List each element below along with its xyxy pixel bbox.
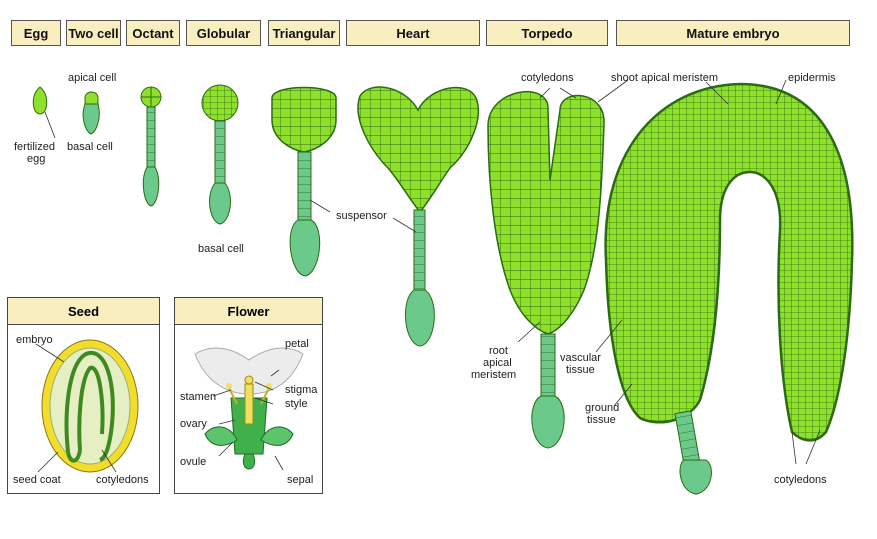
seed-label-seed-coat: seed coat [13,474,61,486]
egg-drawing [32,86,48,115]
label-cotyledons-torpedo: cotyledons [521,72,574,84]
two-cell-drawing [82,91,100,135]
label-cotyledons-mature: cotyledons [774,474,827,486]
stage-header-globular: Globular [186,20,261,46]
stage-header-egg: Egg [11,20,61,46]
label-basal-cell-two-cell: basal cell [67,141,113,153]
flower-label-stigma: stigma [285,384,318,396]
stage-header-torpedo: Torpedo [486,20,608,46]
label-root-apical-meristem-1: root [489,345,508,357]
label-suspensor: suspensor [336,210,387,222]
heart-drawing [357,86,480,347]
flower-label-petal: petal [285,338,309,350]
flower-label-style: style [285,398,308,410]
flower-panel: Flower petal stamen stigma style ovary o… [174,297,323,494]
stage-header-mature-embryo: Mature embryo [616,20,850,46]
label-vascular-tissue-1: vascular [560,352,601,364]
label-basal-cell-globular: basal cell [198,243,244,255]
globular-drawing [201,84,239,225]
flower-label-ovary: ovary [180,418,207,430]
label-epidermis: epidermis [788,72,836,84]
label-root-apical-meristem-2: apical [483,357,512,369]
flower-illustration [194,347,304,471]
stage-header-two-cell: Two cell [66,20,121,46]
label-apical-cell: apical cell [68,72,117,84]
label-fertilized-egg-line2: egg [27,153,46,165]
stage-header-triangular: Triangular [268,20,340,46]
stage-header-heart: Heart [346,20,480,46]
stage-header-octant: Octant [126,20,180,46]
seed-label-cotyledons: cotyledons [96,474,149,486]
flower-label-stamen: stamen [180,391,217,403]
octant-drawing [140,86,162,207]
leader-lines [44,79,821,465]
label-vascular-tissue-2: tissue [566,364,595,376]
flower-panel-title: Flower [175,298,322,325]
mature-embryo-drawing [604,82,854,495]
triangular-drawing [271,86,337,277]
seed-illustration [35,339,139,473]
label-shoot-apical-meristem: shoot apical meristem [611,72,718,84]
flower-label-sepal: sepal [287,474,314,486]
seed-panel: Seed embryo seed coat cotyledons [7,297,160,494]
seed-label-embryo: embryo [16,334,53,346]
label-fertilized-egg-line1: fertilized [14,141,55,153]
flower-label-ovule: ovule [180,456,207,468]
label-root-apical-meristem-3: meristem [471,369,517,381]
torpedo-drawing [487,90,605,449]
seed-panel-title: Seed [8,298,159,325]
label-ground-tissue-2: tissue [587,414,616,426]
label-ground-tissue-1: ground [585,402,620,414]
